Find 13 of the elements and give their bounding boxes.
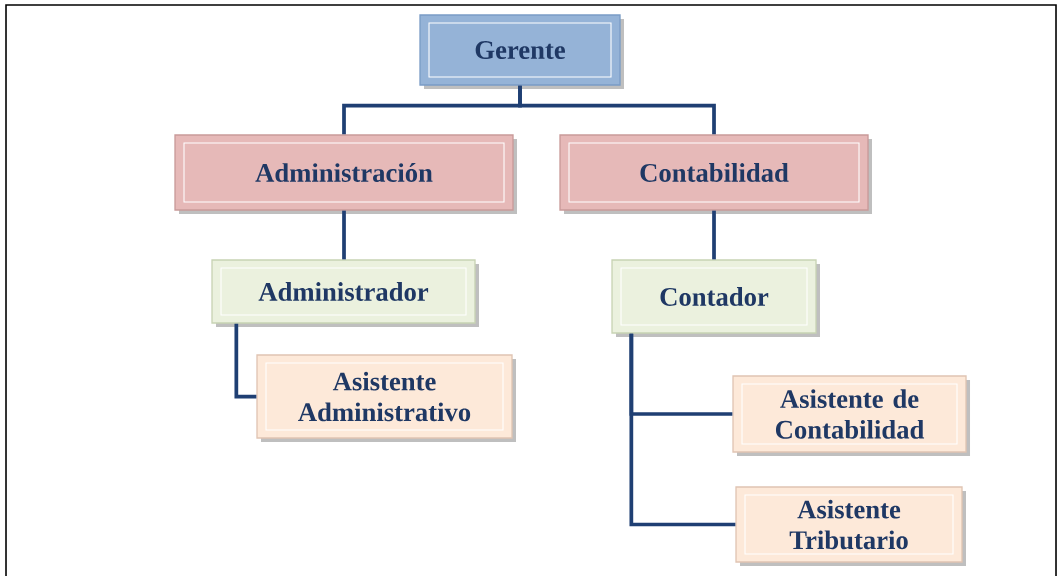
- connector-line: [712, 210, 716, 260]
- org-box: Gerente: [419, 14, 624, 89]
- org-box: Administrador: [211, 259, 479, 327]
- org-box: Contabilidad: [559, 134, 872, 214]
- org-box: Contador: [611, 259, 820, 337]
- org-box: Administración: [174, 134, 517, 214]
- connector-line: [234, 323, 257, 399]
- connector-line: [342, 210, 346, 260]
- org-box: Asistente Tributario: [735, 486, 966, 566]
- org-box: Asistente Administrativo: [256, 354, 516, 442]
- connector-line: [629, 333, 736, 527]
- org-box: Asistente de Contabilidad: [732, 375, 970, 456]
- connector-line: [518, 85, 716, 135]
